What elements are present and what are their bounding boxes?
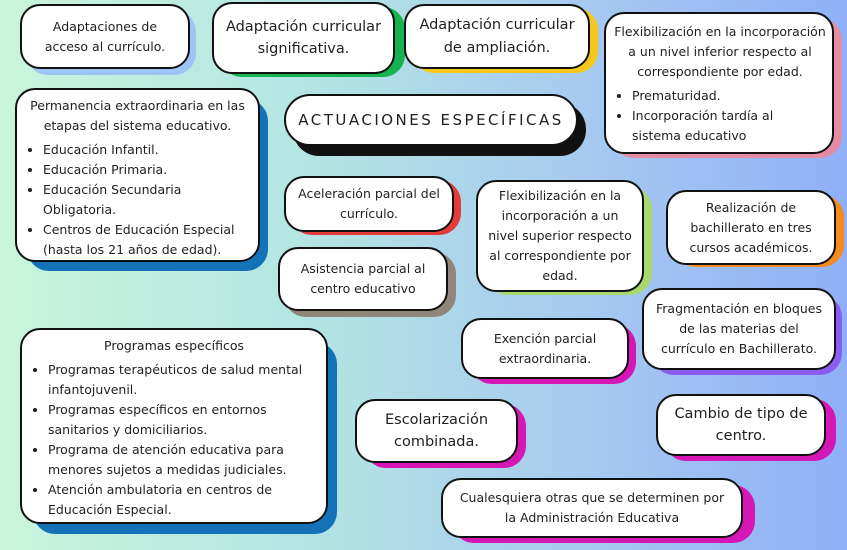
list-item: Programa de atención educativa para meno… [48, 440, 318, 480]
card-fragmentacion: Fragmentación en bloques de las materias… [642, 288, 836, 370]
list-item: Centros de Educación Especial (hasta los… [43, 220, 250, 260]
card-adaptacion-ampliacion: Adaptación curricular de ampliación. [404, 4, 590, 69]
card-bachillerato-text: Realización de bachillerato en tres curs… [689, 199, 813, 255]
list-item: Educación Secundaria Obligatoria. [43, 180, 250, 220]
card-flex-inferior-list: Prematuridad. Incorporación tardía al si… [614, 86, 826, 146]
card-flex-inferior: Flexibilización en la incorporación a un… [604, 12, 834, 154]
list-item: Educación Infantil. [43, 140, 250, 160]
card-aceleracion: Aceleración parcial del currículo. [284, 176, 454, 232]
card-exencion: Exención parcial extraordinaria. [461, 318, 629, 379]
title-box: ACTUACIONES ESPECÍFICAS [284, 94, 578, 146]
card-programas: Programas específicos Programas terapéut… [20, 328, 328, 524]
card-asistencia-text: Asistencia parcial al centro educativo [300, 261, 426, 296]
card-asistencia: Asistencia parcial al centro educativo [278, 247, 448, 311]
card-cualesquiera-text: Cualesquiera otras que se determinen por… [459, 490, 725, 525]
card-fragmentacion-text: Fragmentación en bloques de las materias… [656, 301, 822, 356]
list-item: Atención ambulatoria en centros de Educa… [48, 480, 318, 520]
card-permanencia-heading: Permanencia extraordinaria en las etapas… [30, 98, 245, 133]
card-permanencia: Permanencia extraordinaria en las etapas… [15, 88, 260, 262]
card-significativa-text: Adaptación curricular significativa. [225, 18, 382, 57]
card-cambio-text: Cambio de tipo de centro. [674, 405, 808, 444]
card-escolarizacion-text: Escolarización combinada. [384, 411, 489, 450]
list-item: Programas específicos en entornos sanita… [48, 400, 318, 440]
card-escolarizacion: Escolarización combinada. [355, 399, 518, 463]
card-cualesquiera: Cualesquiera otras que se determinen por… [441, 478, 743, 538]
card-acceso-curriculo: Adaptaciones de acceso al currículo. [20, 4, 190, 69]
list-item: Incorporación tardía al sistema educativ… [632, 106, 826, 146]
list-item: Educación Primaria. [43, 160, 250, 180]
card-programas-heading: Programas específicos [104, 338, 244, 353]
list-item: Programas terapéuticos de salud mental i… [48, 360, 318, 400]
card-exencion-text: Exención parcial extraordinaria. [493, 330, 597, 366]
card-adaptacion-significativa: Adaptación curricular significativa. [212, 2, 395, 74]
card-acceso-text: Adaptaciones de acceso al currículo. [44, 18, 166, 54]
card-flex-superior: Flexibilización en la incorporación a un… [476, 180, 644, 292]
card-bachillerato-tres: Realización de bachillerato en tres curs… [666, 190, 836, 265]
card-aceleracion-text: Aceleración parcial del currículo. [298, 186, 440, 221]
card-flex-superior-text: Flexibilización en la incorporación a un… [488, 188, 632, 283]
card-ampliacion-text: Adaptación curricular de ampliación. [419, 17, 575, 56]
card-programas-list: Programas terapéuticos de salud mental i… [30, 360, 318, 520]
page-title: ACTUACIONES ESPECÍFICAS [298, 111, 564, 129]
list-item: Prematuridad. [632, 86, 826, 106]
card-flex-inferior-heading: Flexibilización en la incorporación a un… [614, 24, 826, 79]
card-permanencia-list: Educación Infantil. Educación Primaria. … [25, 140, 250, 260]
card-cambio-centro: Cambio de tipo de centro. [656, 394, 826, 456]
